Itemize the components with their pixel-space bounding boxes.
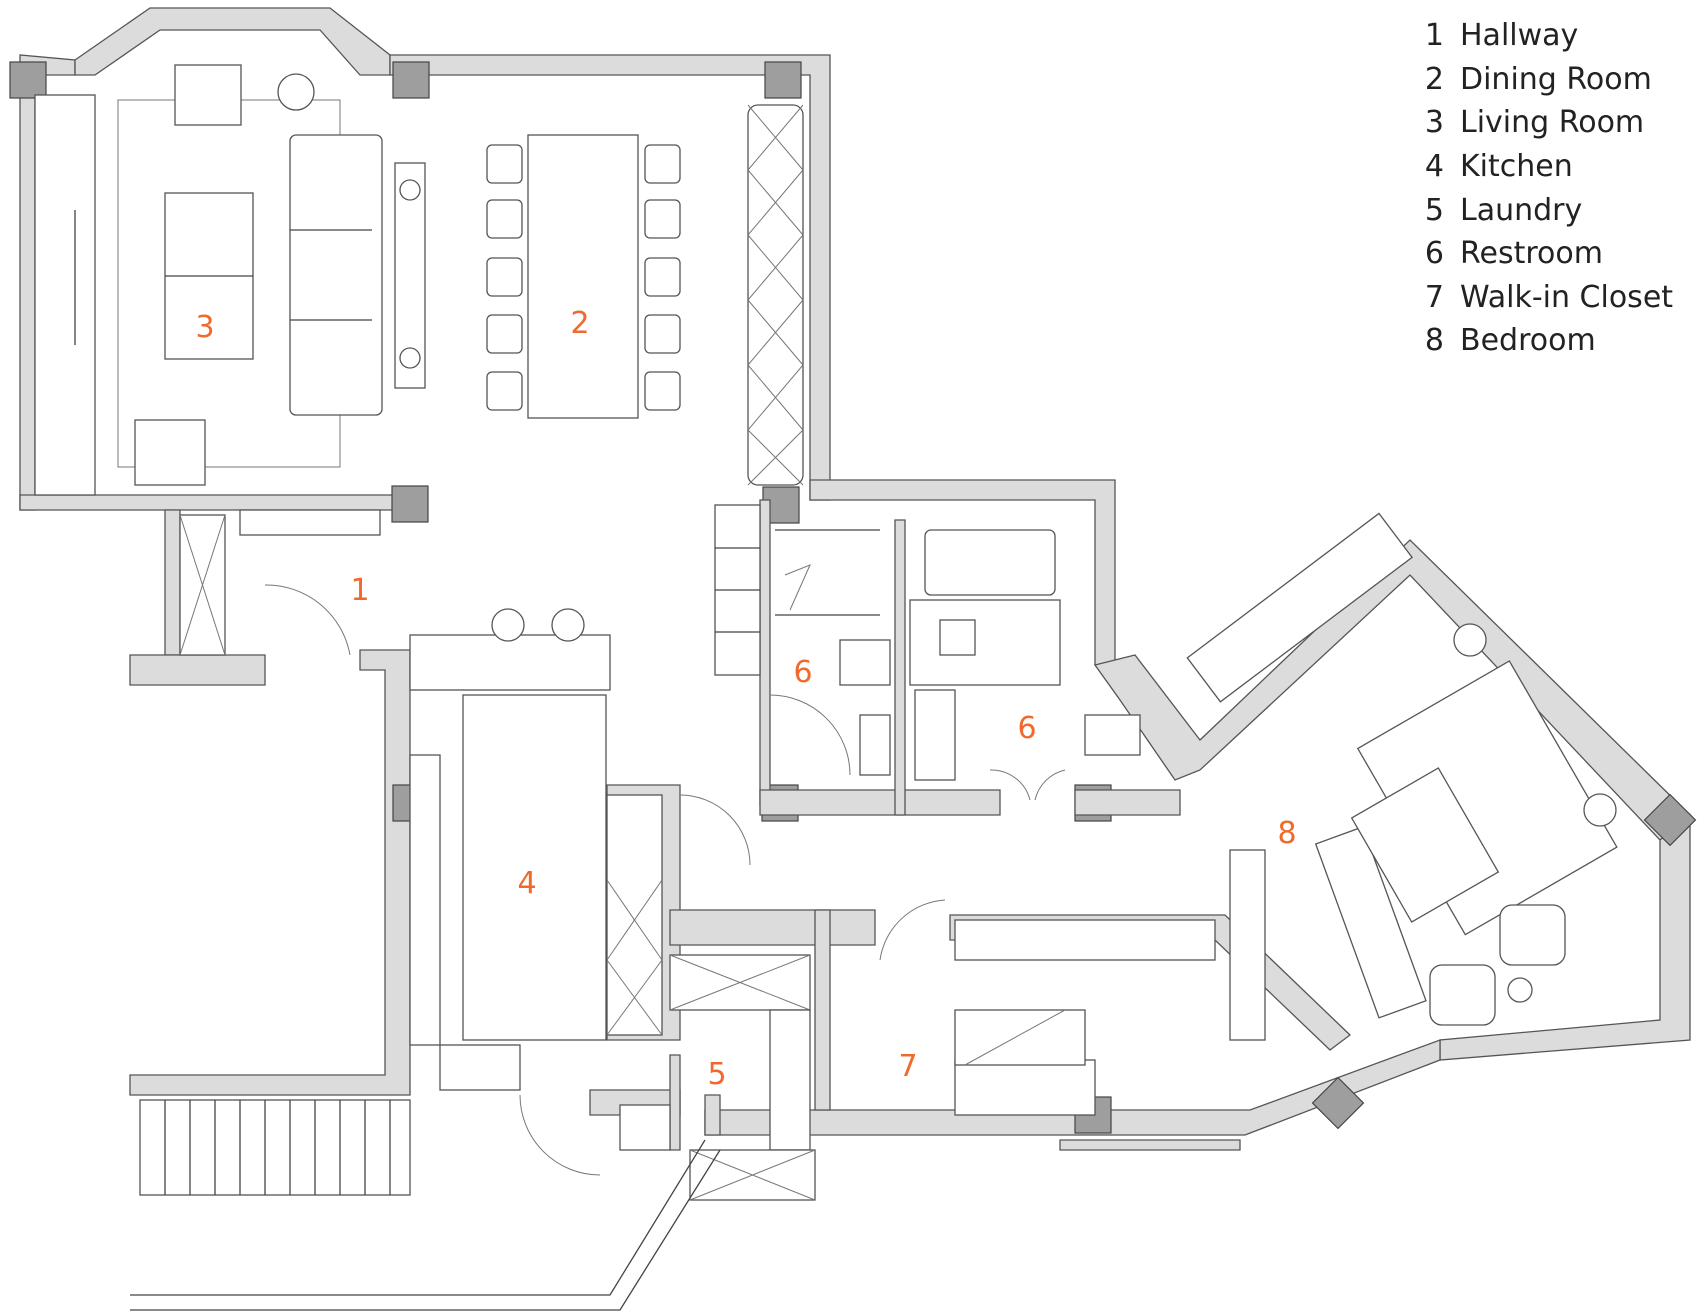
- legend-item: 7 Walk-in Closet: [1400, 276, 1690, 320]
- room-label-living: 3: [195, 310, 214, 345]
- legend-item: 3 Living Room: [1400, 101, 1690, 145]
- room-label-laundry: 5: [707, 1057, 726, 1092]
- laundry: [619, 954, 816, 1201]
- legend-item: 5 Laundry: [1400, 188, 1690, 232]
- room-label-kitchen: 4: [517, 866, 536, 901]
- room-label-hallway: 1: [350, 573, 369, 608]
- walk-in-closet: [879, 826, 1427, 1116]
- legend-number: 7: [1424, 279, 1444, 315]
- legend-label: Hallway: [1460, 18, 1579, 54]
- legend-number: 3: [1424, 105, 1444, 141]
- room-labels: 1 2 3 4 5 6 6 7 8: [195, 306, 1296, 1092]
- legend-item: 1 Hallway: [1400, 14, 1690, 58]
- legend-number: 5: [1424, 192, 1444, 228]
- legend-label: Walk-in Closet: [1460, 279, 1674, 315]
- legend-item: 6 Restroom: [1400, 232, 1690, 276]
- legend-number: 4: [1424, 149, 1444, 185]
- legend-number: 1: [1424, 18, 1444, 54]
- legend-item: 2 Dining Room: [1400, 58, 1690, 102]
- legend-label: Kitchen: [1460, 149, 1573, 185]
- room-label-restroom-b: 6: [1017, 711, 1036, 746]
- hallway: [179, 504, 761, 676]
- room-label-closet: 7: [898, 1049, 917, 1084]
- bedroom: [1186, 512, 1618, 1026]
- legend-item: 4 Kitchen: [1400, 145, 1690, 189]
- legend-label: Restroom: [1460, 236, 1603, 272]
- legend-number: 6: [1424, 236, 1444, 272]
- room-label-dining: 2: [570, 306, 589, 341]
- living-room: [34, 64, 426, 496]
- legend-label: Living Room: [1460, 105, 1645, 141]
- room-label-bedroom: 8: [1277, 816, 1296, 851]
- legend-item: 8 Bedroom: [1400, 319, 1690, 363]
- legend-number: 2: [1424, 61, 1444, 97]
- stairs: [130, 1099, 721, 1311]
- restrooms: [769, 529, 1141, 801]
- room-legend: 1 Hallway 2 Dining Room 3 Living Room 4 Kitc…: [1400, 14, 1690, 363]
- columns: [9, 61, 1697, 1134]
- legend-label: Bedroom: [1460, 323, 1596, 359]
- legend-number: 8: [1424, 323, 1444, 359]
- dining-room: [486, 104, 804, 486]
- kitchen: [409, 608, 751, 1176]
- legend-label: Dining Room: [1460, 61, 1652, 97]
- legend-label: Laundry: [1460, 192, 1583, 228]
- room-label-restroom-a: 6: [793, 655, 812, 690]
